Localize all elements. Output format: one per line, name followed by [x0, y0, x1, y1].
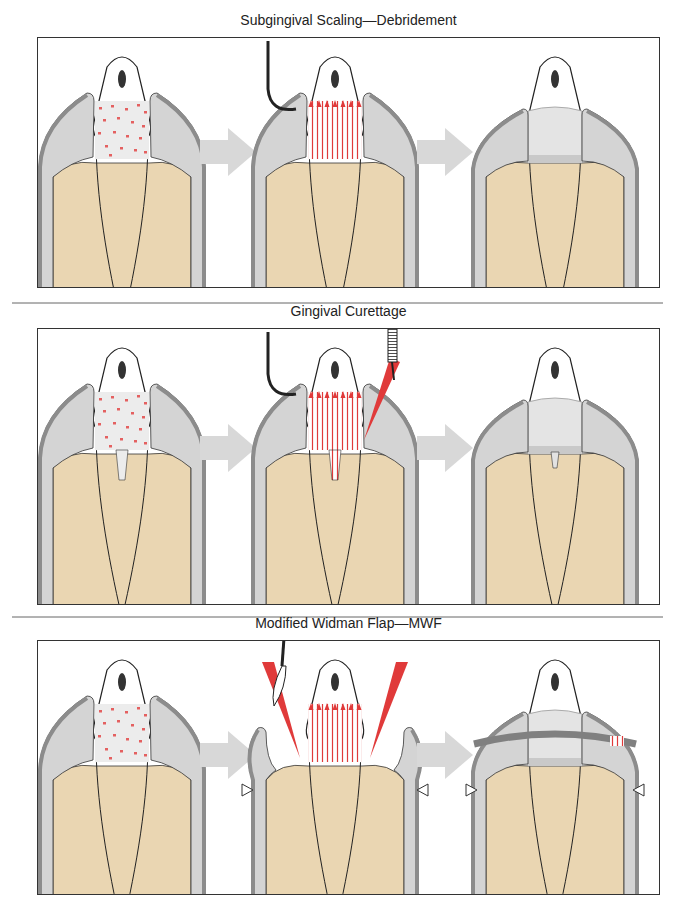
- tooth: [526, 660, 583, 895]
- tooth-cell: [472, 348, 638, 605]
- step-arrow: [200, 128, 256, 176]
- alveolar-bone: [266, 765, 404, 895]
- calculus-deposits: [98, 104, 147, 157]
- tooth-cell: [472, 57, 638, 288]
- panel-heading: Modified Widman Flap—MWF: [38, 614, 659, 632]
- tooth: [93, 57, 150, 288]
- incision-wedge: [262, 662, 300, 758]
- calculus-deposits: [98, 395, 147, 448]
- junctional-epithelium: [528, 107, 582, 163]
- tooth: [93, 348, 150, 605]
- tooth: [526, 57, 583, 288]
- tooth: [306, 348, 363, 605]
- swollen-gingiva: [252, 384, 307, 605]
- tooth: [526, 348, 583, 605]
- swollen-gingiva: [39, 384, 94, 605]
- gingival-curette-tip: [392, 362, 394, 380]
- alveolar-bone: [53, 162, 191, 288]
- root-planing-area: [308, 391, 362, 450]
- tooth: [306, 57, 363, 288]
- junctional-epithelium: [528, 398, 582, 454]
- panel-illustration: [39, 41, 638, 288]
- residual-hatch: [610, 736, 624, 746]
- root-planing-area: [308, 100, 362, 159]
- alveolar-bone: [486, 765, 624, 895]
- swollen-gingiva: [150, 696, 205, 895]
- healed-gingiva: [472, 400, 528, 605]
- bone-defect: [116, 450, 128, 480]
- scalpel-blade: [273, 666, 286, 706]
- flap-marker: [633, 784, 644, 796]
- root-planing-area: [308, 703, 362, 762]
- alveolar-bone: [53, 765, 191, 895]
- step-arrow: [200, 424, 256, 472]
- alveolar-bone: [486, 453, 624, 605]
- tooth-cell: [242, 640, 428, 895]
- tooth: [93, 660, 150, 895]
- healed-gingiva: [582, 109, 638, 288]
- tooth-cell: [39, 348, 205, 605]
- scalpel-handle: [282, 640, 284, 666]
- bone-defect: [329, 450, 341, 480]
- incision-wedge: [370, 662, 408, 758]
- alveolar-bone: [266, 162, 404, 288]
- tooth-cell: [39, 57, 205, 288]
- panel-illustration: [39, 640, 644, 895]
- tooth-cell: [39, 660, 205, 895]
- step-arrow: [417, 128, 473, 176]
- periodontal-pocket: [95, 704, 149, 762]
- step-arrow: [200, 731, 256, 779]
- swollen-gingiva: [363, 93, 418, 288]
- panel-box: Gingival Curettage: [37, 328, 660, 605]
- gingival-curette: [388, 328, 397, 362]
- periodontal-pocket: [95, 392, 149, 450]
- flap-marker: [242, 784, 253, 796]
- flap-marker: [466, 784, 477, 796]
- tooth-cell: [466, 660, 644, 895]
- panel-box: Subgingival Scaling—Debridement: [37, 37, 660, 288]
- panel-box: Modified Widman Flap—MWF: [37, 640, 660, 895]
- tooth-cell: [252, 328, 418, 605]
- periodontal-pocket: [95, 101, 149, 159]
- tooth: [306, 660, 363, 895]
- calculus-deposits: [98, 707, 147, 760]
- swollen-gingiva: [150, 384, 205, 605]
- swollen-gingiva: [150, 93, 205, 288]
- bone-defect: [551, 452, 559, 468]
- swollen-gingiva: [39, 93, 94, 288]
- panel-heading: Gingival Curettage: [38, 302, 659, 320]
- curette-instrument: [268, 41, 296, 110]
- step-arrow: [417, 424, 473, 472]
- reflected-flap: [248, 728, 276, 896]
- healed-gingiva: [472, 109, 528, 288]
- swollen-gingiva: [39, 696, 94, 895]
- swollen-gingiva: [252, 93, 307, 288]
- panel-heading: Subgingival Scaling—Debridement: [38, 11, 659, 29]
- step-arrow: [417, 731, 473, 779]
- tooth-cell: [252, 41, 418, 288]
- curette-instrument: [268, 332, 296, 395]
- alveolar-bone: [486, 162, 624, 288]
- flap-marker: [417, 784, 428, 796]
- healed-gingiva: [582, 400, 638, 605]
- panel-illustration: [39, 328, 638, 605]
- curettage-wedge: [364, 358, 400, 440]
